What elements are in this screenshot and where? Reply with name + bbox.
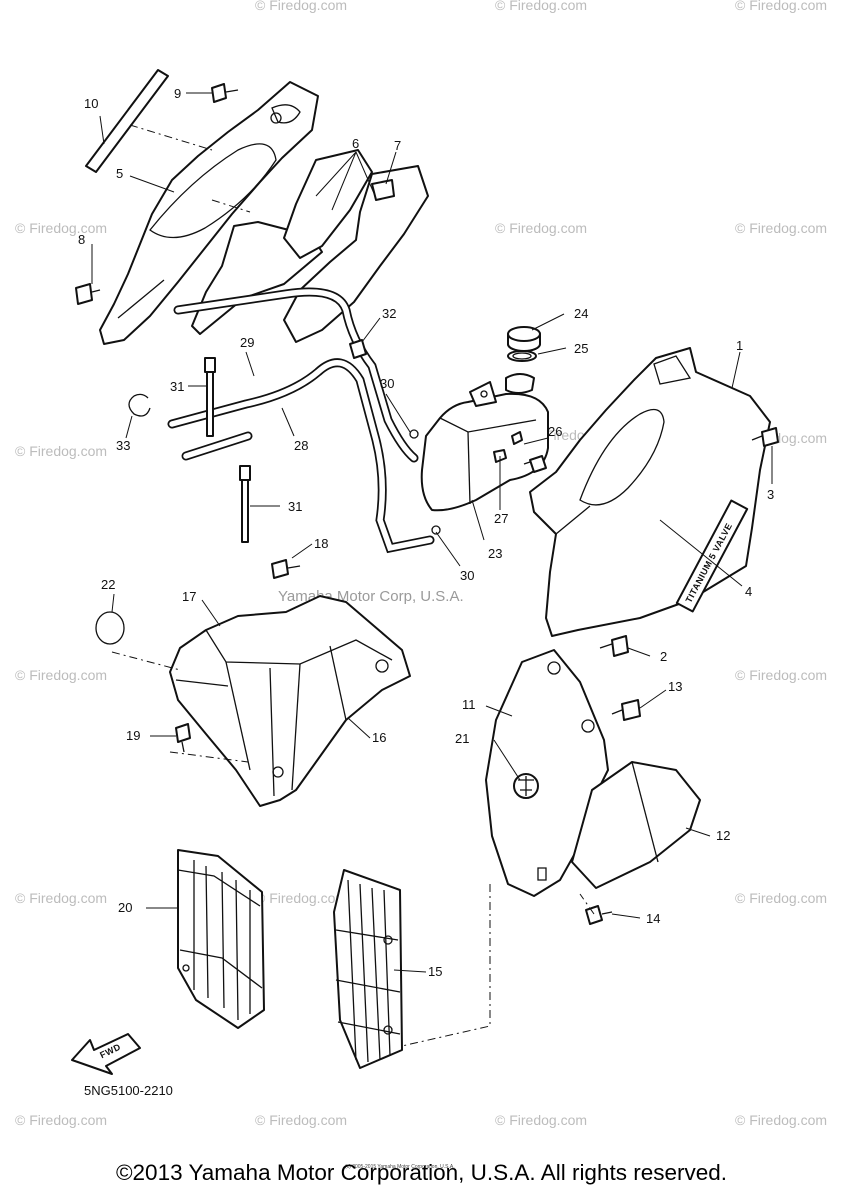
callout-12: 12 — [716, 828, 730, 843]
callout-3: 3 — [767, 487, 774, 502]
part-2-bolt — [599, 635, 629, 657]
hose-28 — [167, 358, 435, 554]
watermark: © Firedog.com — [15, 220, 107, 236]
copyright-footer: ©2013 Yamaha Motor Corporation, U.S.A. A… — [115, 1160, 728, 1185]
part-25-seal — [507, 350, 537, 362]
callout-5: 5 — [116, 166, 123, 181]
callout-16: 16 — [372, 730, 386, 745]
part-11-shroud — [485, 649, 609, 897]
part-20-radiator — [177, 849, 265, 1029]
part-8-bolt — [75, 283, 101, 305]
callout-30-lower: 30 — [460, 568, 474, 583]
callout-26: 26 — [548, 424, 562, 439]
callout-7: 7 — [394, 138, 401, 153]
watermark: © Firedog.com — [735, 1112, 827, 1128]
watermark-layer: © Firedog.com © Firedog.com © Firedog.co… — [15, 0, 827, 1128]
part-22-seal — [95, 611, 125, 645]
hose-lower — [181, 431, 253, 461]
watermark: © Firedog.com — [735, 220, 827, 236]
callout-24: 24 — [574, 306, 588, 321]
watermark: © Firedog.com — [255, 1112, 347, 1128]
fine-print: (c) 2005-2015 Yamaha Motor Corporation, … — [345, 1164, 455, 1170]
part-10-strip — [85, 69, 169, 173]
watermark: © Firedog.com — [15, 890, 107, 906]
callout-9: 9 — [174, 86, 181, 101]
watermark: © Firedog.com — [255, 890, 347, 906]
part-30-clamp-upper — [409, 429, 419, 439]
fwd-arrow-icon: FWD — [71, 1033, 141, 1075]
part-30-clamp-lower — [431, 525, 441, 535]
leader-line — [129, 124, 213, 151]
part-31-tie-lower — [239, 465, 251, 543]
part-18-bolt — [271, 559, 301, 579]
callout-33: 33 — [116, 438, 130, 453]
part-6-plate-mid — [283, 149, 373, 259]
callout-21: 21 — [455, 731, 469, 746]
part-12-panel — [571, 761, 701, 889]
part-26-bolt — [523, 455, 547, 473]
part-19-bolt — [175, 723, 191, 753]
part-9-bolt — [211, 83, 239, 103]
hose-29 — [173, 287, 419, 463]
callout-19: 19 — [126, 728, 140, 743]
watermark: © Firedog.com — [15, 1112, 107, 1128]
callout-31-upper: 31 — [170, 379, 184, 394]
part-7-plate — [283, 165, 429, 343]
part-32-clamp — [349, 339, 367, 359]
part-3-bolt — [751, 427, 779, 447]
part-1-side-cover — [529, 347, 771, 637]
callout-29: 29 — [240, 335, 254, 350]
part-13-bolt — [611, 699, 641, 721]
watermark: © Firedog.com — [735, 890, 827, 906]
watermark: © Firedog.com — [495, 1112, 587, 1128]
callout-10: 10 — [84, 96, 98, 111]
watermark: © Firedog.com — [735, 667, 827, 683]
watermark: © Firedog.com — [495, 0, 587, 13]
watermark: © Firedog.com — [255, 0, 347, 13]
callout-17: 17 — [182, 589, 196, 604]
leader-line — [111, 651, 181, 671]
callout-numbers: 1 2 3 4 5 6 7 8 9 10 11 12 13 14 15 16 1… — [78, 86, 774, 979]
callout-25: 25 — [574, 341, 588, 356]
callout-11: 11 — [462, 697, 476, 712]
part-23-tank — [420, 373, 549, 512]
watermark: © Firedog.com — [15, 667, 107, 683]
leader-line — [579, 893, 595, 915]
leader-line — [401, 884, 491, 1047]
callout-4: 4 — [745, 584, 752, 599]
callout-27: 27 — [494, 511, 508, 526]
callout-23: 23 — [488, 546, 502, 561]
part-15-louver — [333, 869, 403, 1069]
diagram-code: 5NG5100-2210 — [84, 1083, 173, 1098]
callout-2: 2 — [660, 649, 667, 664]
leader-line — [211, 199, 251, 213]
callout-6: 6 — [352, 136, 359, 151]
part-14-bolt — [585, 905, 613, 925]
watermark: © Firedog.com — [735, 0, 827, 13]
callout-8: 8 — [78, 232, 85, 247]
callout-32: 32 — [382, 306, 396, 321]
callout-30-upper: 30 — [380, 376, 394, 391]
part-33-clip — [128, 393, 151, 417]
leader-lines — [91, 92, 773, 973]
callout-15: 15 — [428, 964, 442, 979]
leader-line — [169, 751, 249, 763]
part-5-cover — [99, 81, 319, 345]
callout-20: 20 — [118, 900, 132, 915]
callout-1: 1 — [736, 338, 743, 353]
part-17-shroud-frame — [169, 595, 411, 807]
callout-22: 22 — [101, 577, 115, 592]
callout-31-lower: 31 — [288, 499, 302, 514]
callout-18: 18 — [314, 536, 328, 551]
part-31-tie-upper — [204, 357, 216, 437]
watermark: © Firedog.com — [15, 443, 107, 459]
callout-13: 13 — [668, 679, 682, 694]
callout-28: 28 — [294, 438, 308, 453]
callout-14: 14 — [646, 911, 660, 926]
watermark: © Firedog.com — [495, 220, 587, 236]
part-24-cap — [507, 326, 541, 352]
